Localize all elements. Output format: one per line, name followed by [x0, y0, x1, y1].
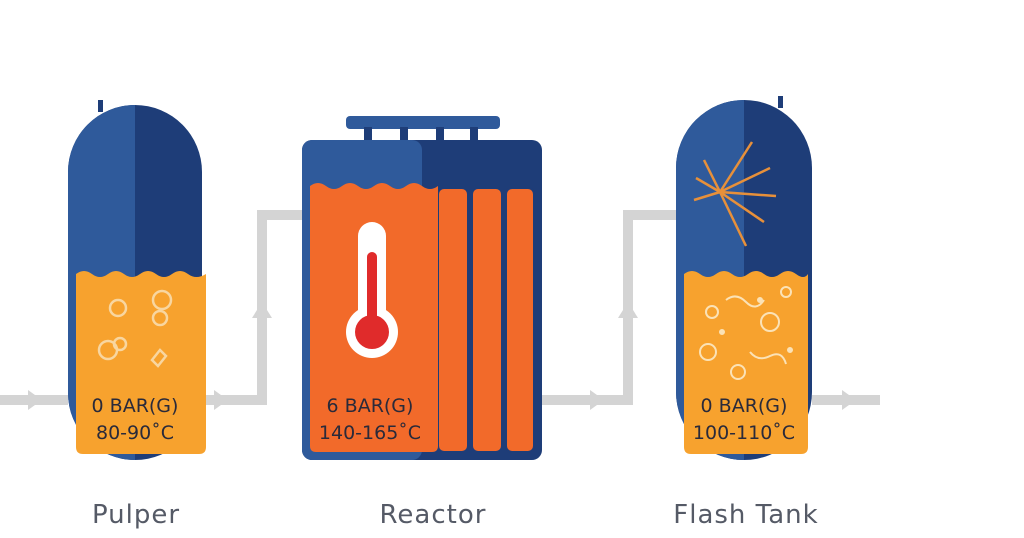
reactor-chamber-3 [471, 187, 503, 453]
pulper-pressure: 0 BAR(G) [92, 395, 179, 417]
flow-arrow-icon [252, 302, 272, 318]
flash-tank-microbe-icons [699, 286, 793, 380]
flash-tank-label: Flash Tank [673, 500, 819, 530]
flow-arrow-icon [590, 390, 604, 410]
flow-arrow-icon [28, 390, 42, 410]
reactor-temperature: 140-165˚C [319, 422, 421, 444]
flow-arrow-icon [214, 390, 228, 410]
reactor-vessel: 6 BAR(G) 140-165˚C [302, 116, 542, 460]
flash-tank-vessel: 0 BAR(G) 100-110˚C [676, 96, 812, 460]
reactor-manifold [346, 116, 500, 129]
reactor-label: Reactor [379, 500, 487, 530]
pulper-label: Pulper [91, 500, 181, 530]
flow-arrow-icon [842, 390, 856, 410]
pulper-temperature: 80-90˚C [96, 422, 174, 444]
flash-tank-nozzle [778, 96, 783, 108]
reactor-chamber-4 [505, 187, 535, 453]
pipe-pulper-to-reactor [202, 210, 305, 405]
flash-tank-pressure: 0 BAR(G) [701, 395, 788, 417]
steam-burst-icon [693, 141, 777, 247]
flash-tank-temperature: 100-110˚C [693, 422, 795, 444]
reactor-chamber-2 [437, 187, 469, 453]
pulper-vessel: 0 BAR(G) 80-90˚C [68, 100, 206, 460]
pulper-nozzle [98, 100, 103, 112]
pulper-waste-icons [97, 289, 173, 368]
flow-arrow-icon [618, 302, 638, 318]
reactor-pressure: 6 BAR(G) [327, 395, 414, 417]
flow-arrows [28, 302, 856, 410]
pulper-liquid [76, 271, 206, 454]
thermometer-icon [346, 222, 398, 358]
pipe-reactor-to-flash [540, 210, 678, 405]
